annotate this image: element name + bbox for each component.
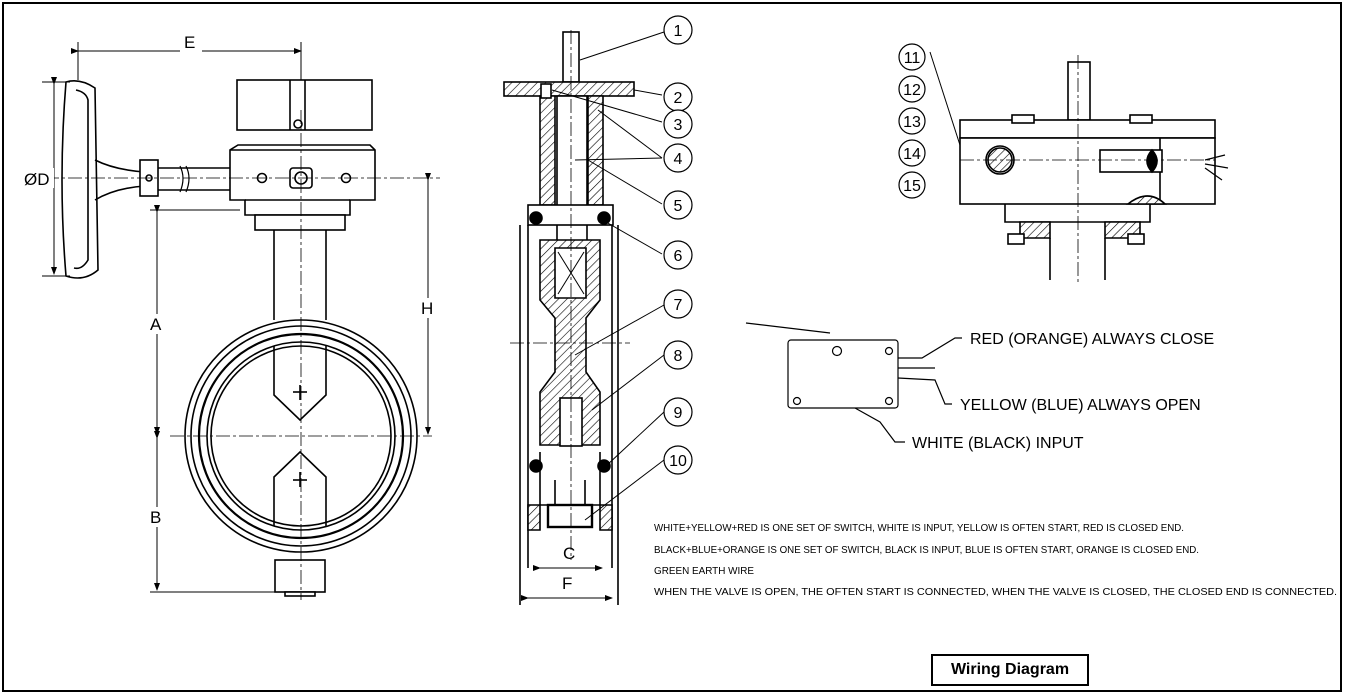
svg-text:13: 13	[903, 114, 921, 131]
svg-text:7: 7	[674, 297, 683, 314]
balloon-1: 1	[663, 15, 693, 45]
balloon-4: 4	[663, 143, 693, 173]
dim-b-label: B	[150, 508, 161, 527]
balloon-leaders	[551, 31, 969, 521]
wire-red-label: RED (ORANGE) ALWAYS CLOSE	[970, 331, 1214, 348]
balloon-11: 11	[898, 43, 926, 71]
balloon-14: 14	[898, 139, 926, 167]
note-line-1: WHITE+YELLOW+RED IS ONE SET OF SWITCH, W…	[654, 522, 1184, 534]
svg-text:15: 15	[903, 178, 921, 195]
svg-text:2: 2	[674, 90, 683, 107]
note-line-3: GREEN EARTH WIRE	[654, 565, 754, 577]
svg-text:8: 8	[674, 348, 683, 365]
balloon-10: 10	[663, 445, 693, 475]
dim-e-label: E	[184, 33, 195, 52]
front-view	[61, 79, 418, 597]
balloon-13: 13	[898, 107, 926, 135]
dim-a-label: A	[150, 315, 162, 334]
svg-text:4: 4	[674, 151, 683, 168]
balloon-2: 2	[663, 82, 693, 112]
svg-text:11: 11	[904, 50, 921, 67]
front-centerlines	[45, 110, 440, 600]
dim-f-label: F	[562, 574, 572, 593]
wiring-notes: WHITE+YELLOW+RED IS ONE SET OF SWITCH, W…	[654, 522, 1337, 598]
wire-yellow-label: YELLOW (BLUE) ALWAYS OPEN	[960, 397, 1201, 414]
svg-text:3: 3	[674, 117, 683, 134]
svg-text:1: 1	[674, 23, 683, 40]
wiring-diagram-label: Wiring Diagram	[931, 654, 1089, 686]
svg-text:14: 14	[903, 146, 921, 163]
balloon-8: 8	[663, 340, 693, 370]
wire-white-label: WHITE (BLACK) INPUT	[912, 435, 1084, 452]
switch-box-view	[959, 61, 1229, 280]
note-line-4: WHEN THE VALVE IS OPEN, THE OFTEN START …	[654, 586, 1337, 598]
balloon-15: 15	[898, 171, 926, 199]
balloons-section: 1 2 3 4 5 6 7 8 9 10	[663, 15, 693, 475]
dim-c-label: C	[563, 544, 575, 563]
dim-h-label: H	[421, 299, 433, 318]
handwheel	[61, 80, 99, 279]
note-line-2: BLACK+BLUE+ORANGE IS ONE SET OF SWITCH, …	[654, 544, 1199, 556]
svg-text:5: 5	[674, 198, 683, 215]
balloon-7: 7	[663, 289, 693, 319]
balloon-5: 5	[663, 190, 693, 220]
section-dimensions	[521, 565, 613, 601]
svg-text:9: 9	[674, 405, 683, 422]
balloon-9: 9	[663, 397, 693, 427]
micro-switch	[745, 322, 962, 443]
balloon-3: 3	[663, 109, 693, 139]
svg-text:6: 6	[674, 248, 683, 265]
balloon-12: 12	[898, 75, 926, 103]
svg-text:12: 12	[903, 82, 921, 99]
dim-od-label: ØD	[24, 170, 50, 189]
balloon-6: 6	[663, 240, 693, 270]
gearbox	[229, 144, 376, 216]
svg-text:10: 10	[669, 453, 687, 470]
section-view	[503, 31, 635, 605]
balloons-switch-box: 11 12 13 14 15	[898, 43, 926, 199]
